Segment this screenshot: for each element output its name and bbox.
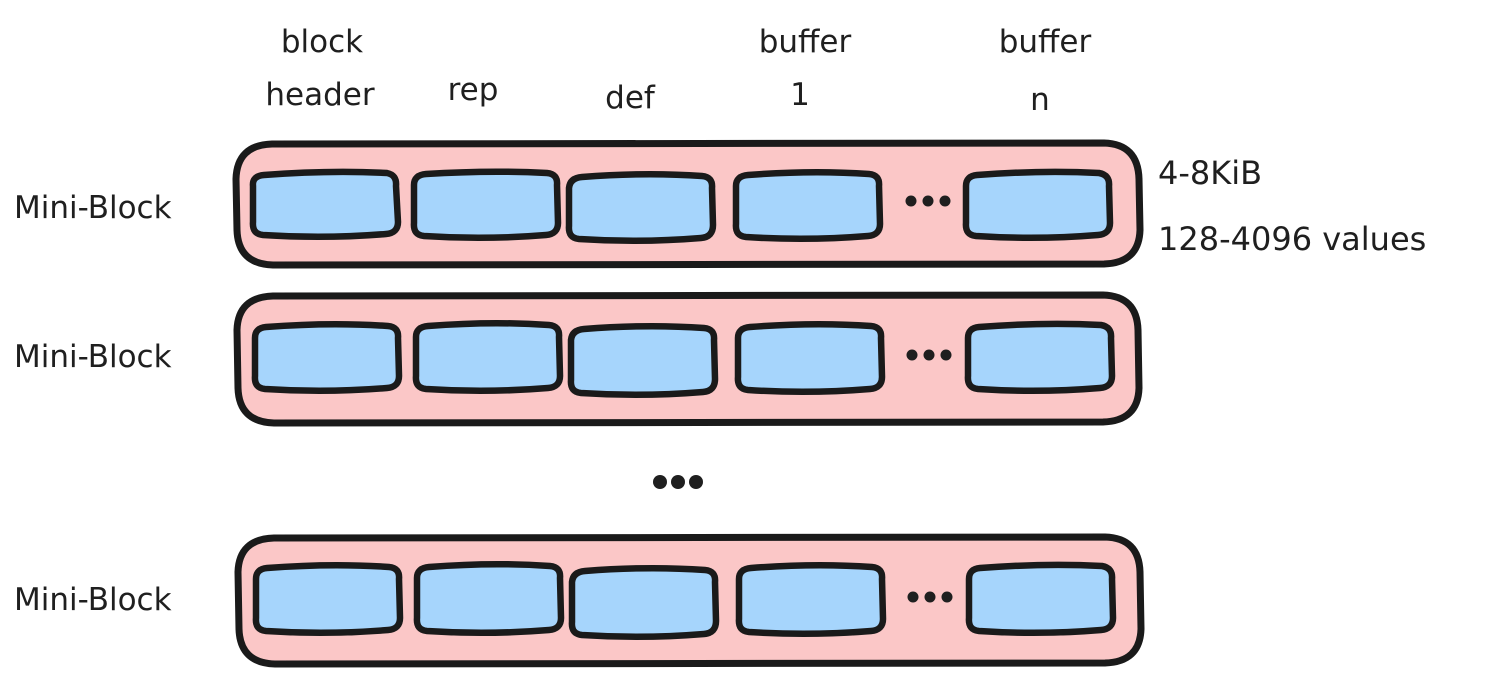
mini-block-row-3-buffer-block-header [252,561,404,637]
mini-block-row-2-buffer-def [567,322,719,399]
mini-block-row-1-buffer-n [962,168,1114,242]
mini-block-row-1-label: Mini-Block [14,190,172,226]
mini-block-row-2-inner-ellipsis [906,349,952,361]
mini-block-row-1-buffer-1 [732,168,884,243]
column-header-rep-line2: rep [448,72,499,108]
column-header-block-header-line2: header [265,77,374,113]
mini-block-row-2-buffer-rep [412,319,564,395]
column-headers: block header rep def buffer 1 buffer n [265,24,1091,118]
mini-block-row-3-inner-ellipsis [907,591,953,603]
column-header-buffer-1: buffer 1 [759,24,852,113]
mini-block-row-2: Mini-Block [14,291,1143,427]
column-header-buffer-1-line2: 1 [790,77,810,113]
mini-block-row-2-buffer-1 [734,320,886,396]
column-header-buffer-n: buffer n [999,24,1092,118]
mini-block-row-1-buffer-block-header [249,168,402,241]
rows-continuation-ellipsis [653,475,703,489]
mini-block-row-1-buffer-rep [410,168,562,242]
mini-block-row-1: Mini-Block [14,139,1144,269]
mini-block-row-2-buffer-block-header [251,320,403,395]
mini-block-row-3-label: Mini-Block [14,582,172,618]
column-header-rep: rep [448,72,499,108]
mini-block-row-3-buffer-def [568,564,720,641]
mini-block-row-3-buffer-n [965,561,1117,637]
mini-block-row-2-buffer-n [964,320,1116,395]
annotation-value-count: 128-4096 values [1158,220,1426,258]
mini-block-row-3-buffer-1 [735,561,887,638]
column-header-buffer-n-line1: buffer [999,24,1092,60]
mini-block-row-3: Mini-Block [14,533,1145,668]
mini-block-row-1-inner-ellipsis [905,195,951,207]
mini-block-row-1-buffer-def [565,170,717,245]
mini-block-row-3-buffer-rep [413,560,565,637]
annotations: 4-8KiB 128-4096 values [1158,154,1426,258]
column-header-def: def [605,80,656,116]
column-header-block-header-line1: block [281,24,363,60]
column-header-buffer-1-line1: buffer [759,24,852,60]
column-header-block-header: block header [265,24,374,113]
column-header-def-line2: def [605,80,656,116]
mini-block-row-2-label: Mini-Block [14,339,172,375]
annotation-size: 4-8KiB [1158,154,1262,192]
column-header-buffer-n-line2: n [1030,82,1050,118]
